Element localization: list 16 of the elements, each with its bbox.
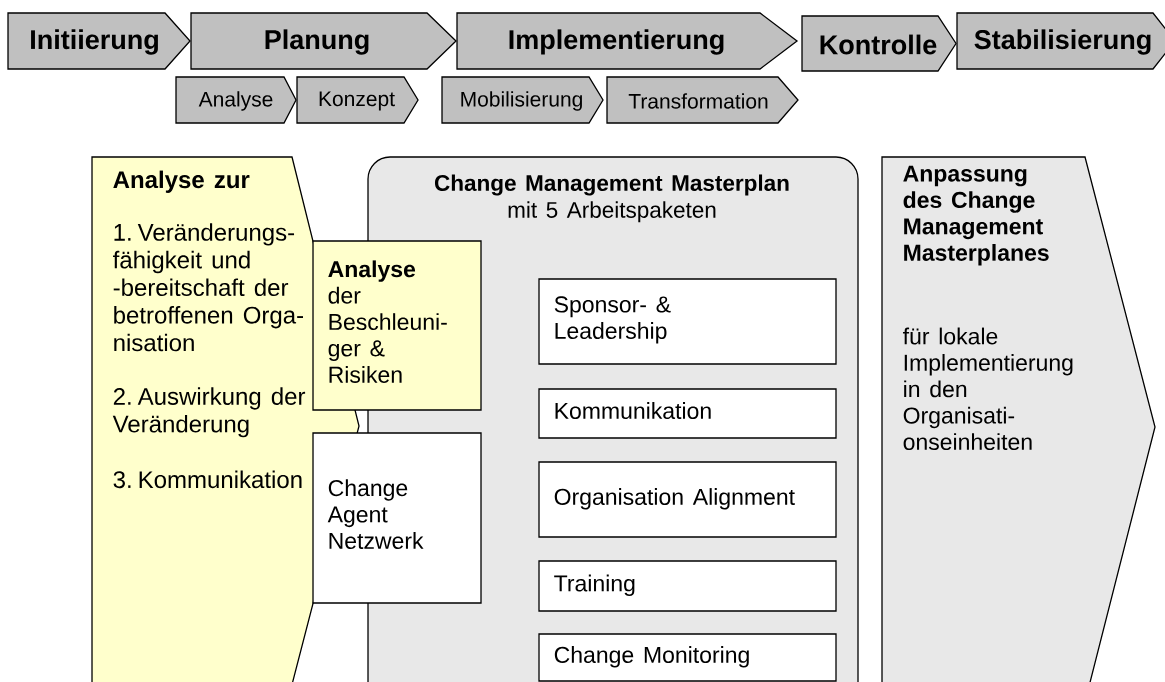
work-package-box: Training <box>538 560 837 612</box>
subphase-step: Transformation <box>606 76 799 124</box>
subphase-step: Konzept <box>296 76 419 124</box>
phase-step: Stabilisierung <box>956 12 1165 70</box>
subphase-step: Mobilisierung <box>441 76 604 124</box>
subphase-step: Analyse <box>175 76 297 124</box>
work-package-box: Sponsor- & Leadership <box>538 278 837 365</box>
phase-step: Planung <box>190 12 457 70</box>
phase-step: Initiierung <box>7 12 191 70</box>
work-package-box: Analyse der Beschleuni- ger & Risiken <box>312 240 482 411</box>
phase-step: Kontrolle <box>801 15 957 72</box>
work-package-box: Organisation Alignment <box>538 461 837 538</box>
work-package-box: Change Monitoring <box>538 633 837 682</box>
work-package-box: Kommunikation <box>538 388 837 439</box>
work-package-box: Change Agent Netzwerk <box>312 432 482 604</box>
phase-step: Implementierung <box>456 12 799 70</box>
